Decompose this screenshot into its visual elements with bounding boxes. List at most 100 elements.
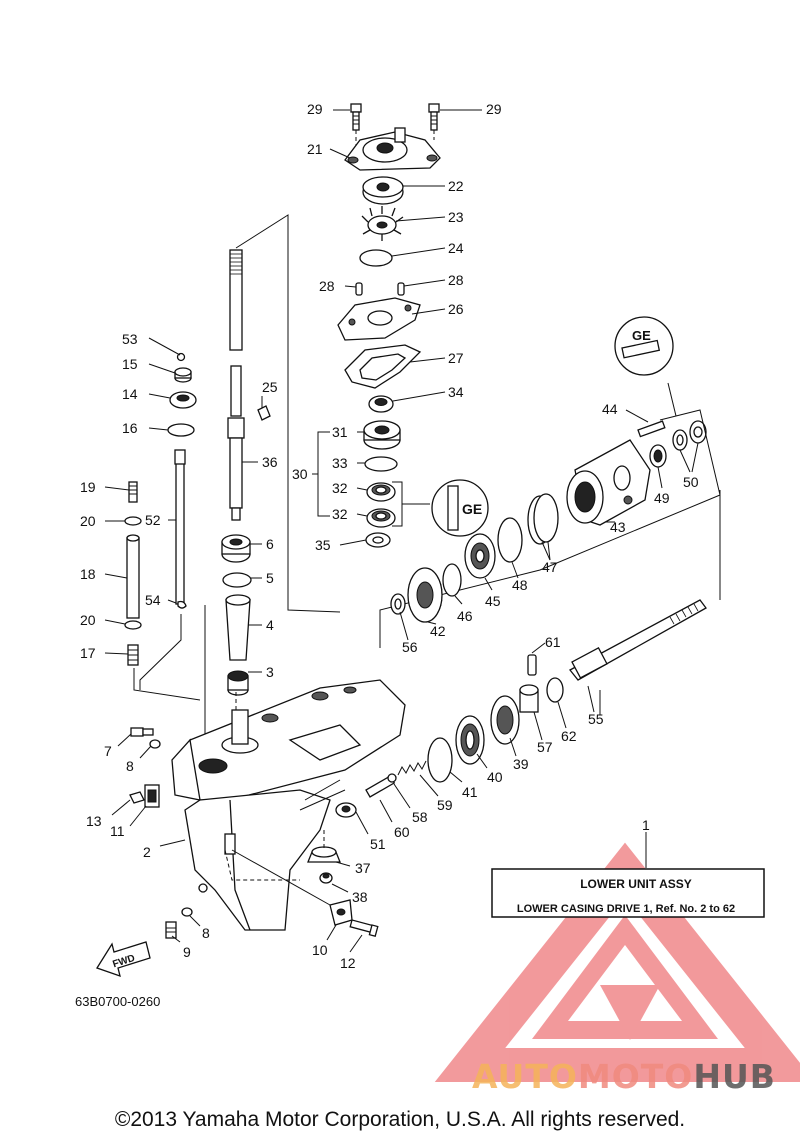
bearing-housing-icon [566, 439, 651, 526]
drive-shaft-icon [227, 249, 245, 521]
callout-60: 60 [394, 824, 410, 840]
needle-bearing-icon [649, 444, 667, 468]
watermark-word-1: AUTO [472, 1057, 578, 1096]
shim-icon [365, 532, 391, 548]
forward-gear-icon [490, 695, 520, 745]
watermark-word-3: HUB [693, 1057, 776, 1096]
ball-bearing-icon [464, 533, 496, 579]
callout-31: 31 [332, 424, 348, 440]
callout-46: 46 [457, 608, 473, 624]
callout-27: 27 [448, 350, 464, 366]
clip-icon [177, 600, 187, 609]
callout-42: 42 [430, 623, 446, 639]
impeller-icon [361, 206, 404, 241]
dowel-pin-icon [397, 282, 405, 296]
callout-34: 34 [448, 384, 464, 400]
info-box-title: LOWER UNIT ASSY [580, 877, 692, 891]
drive-shaft-assembly [221, 214, 341, 740]
dog-clutch-icon [519, 684, 539, 713]
tapered-bearing-icon [455, 715, 485, 765]
pinion-icon [307, 846, 341, 863]
callout-37: 37 [355, 860, 371, 876]
outer-plate-icon [337, 297, 421, 341]
bolt-icon [349, 919, 379, 938]
callout-29a: 29 [307, 101, 323, 117]
callout-15: 15 [122, 356, 138, 372]
callout-47: 47 [542, 559, 558, 575]
spring-icon [397, 760, 427, 776]
pump-housing-icon [344, 127, 441, 171]
callout-2: 2 [143, 844, 151, 860]
callout-11: 11 [110, 823, 125, 839]
oil-seal-icon [672, 429, 688, 451]
cam-follower-icon [335, 802, 357, 818]
bolt-icon [130, 727, 154, 737]
callout-56: 56 [402, 639, 418, 655]
bearing-icon [366, 508, 396, 528]
hose-clamp-icon [124, 516, 142, 526]
callout-8b: 8 [202, 925, 210, 941]
bolt-icon [350, 103, 362, 131]
bearing-icon [366, 482, 396, 502]
pinion-nut-icon [319, 872, 333, 884]
lower-casing-icon [171, 679, 406, 931]
bolt-icon [637, 420, 666, 438]
shim-icon [427, 737, 453, 783]
washer-icon [181, 907, 193, 917]
key-icon [257, 405, 271, 421]
grease-symbol: GE [462, 501, 482, 517]
callout-36: 36 [262, 454, 278, 470]
copyright-notice: ©2013 Yamaha Motor Corporation, U.S.A. A… [115, 1108, 685, 1131]
dowel-pin-icon [355, 282, 363, 296]
callout-8a: 8 [126, 758, 134, 774]
svg-text:AUTOMOTOHUB: AUTOMOTOHUB [472, 1057, 776, 1096]
spring-clip-icon [546, 677, 564, 703]
callout-44: 44 [602, 401, 618, 417]
callout-14: 14 [122, 386, 138, 402]
callout-58: 58 [412, 809, 428, 825]
callout-7: 7 [104, 743, 112, 759]
pin-icon [527, 654, 537, 676]
oil-seal-icon [689, 420, 707, 444]
o-ring-icon [359, 249, 393, 267]
watermark-logo [434, 842, 800, 1082]
callout-10: 10 [312, 942, 328, 958]
anode-icon [329, 899, 353, 926]
leader-lines [104, 109, 699, 953]
callout-33: 33 [332, 455, 348, 471]
bearing-housing-icon [363, 420, 401, 450]
callout-9: 9 [183, 944, 191, 960]
callout-19: 19 [80, 479, 96, 495]
fitting-icon [128, 481, 138, 503]
callout-41: 41 [462, 784, 478, 800]
callout-25: 25 [262, 379, 278, 395]
callout-6: 6 [266, 536, 274, 552]
callout-51: 51 [370, 836, 386, 852]
callout-39: 39 [513, 756, 529, 772]
fitting-icon [127, 644, 139, 666]
callout-62: 62 [561, 728, 577, 744]
shift-rod-icon [174, 449, 186, 605]
bushing-icon [225, 594, 251, 661]
callout-43: 43 [610, 519, 626, 535]
o-ring-icon [533, 493, 559, 543]
callout-32a: 32 [332, 480, 348, 496]
oil-seal-icon [368, 395, 394, 413]
callout-26: 26 [448, 301, 464, 317]
callout-30: 30 [292, 466, 308, 482]
watermark-text: AUTOMOTOHUB [472, 1057, 776, 1096]
info-box: LOWER UNIT ASSY LOWER CASING DRIVE 1, Re… [491, 832, 765, 918]
callout-28a: 28 [319, 278, 335, 294]
reverse-gear-icon [407, 567, 443, 623]
circlip-icon [176, 352, 186, 362]
grease-magnifier-icon: GE [614, 316, 674, 376]
callout-5: 5 [266, 570, 274, 586]
bolt-icon [428, 103, 440, 131]
callout-50: 50 [683, 474, 699, 490]
hose-clamp-icon [124, 620, 142, 630]
callout-52: 52 [145, 512, 161, 528]
callout-labels: 29 29 21 22 23 24 28 28 26 27 34 31 33 3… [80, 101, 699, 971]
watermark-word-2: MOTO [578, 1057, 693, 1096]
propeller-shaft-icon [569, 599, 707, 681]
